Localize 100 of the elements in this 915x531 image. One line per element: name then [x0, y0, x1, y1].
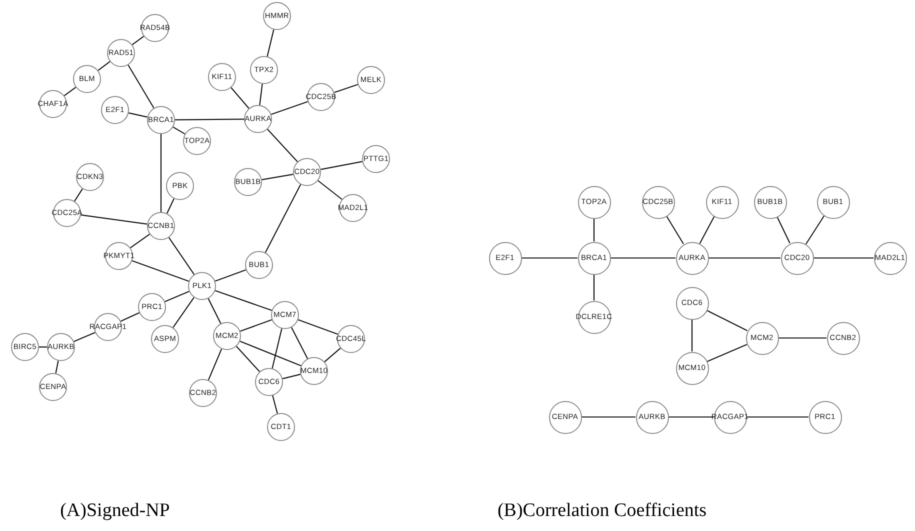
edge-line [74, 188, 83, 202]
gene-node [234, 168, 262, 196]
edge-line [691, 320, 693, 352]
gene-node [166, 172, 194, 200]
gene-node [141, 14, 169, 42]
gene-node [151, 325, 179, 353]
edge-line [282, 374, 301, 380]
edge-line [262, 174, 294, 180]
gene-node [676, 242, 708, 274]
edge-line [290, 327, 308, 359]
gene-node [183, 127, 211, 155]
gene-node [271, 301, 299, 329]
edge-line [74, 332, 96, 342]
gene-node [250, 56, 278, 84]
edge-line [668, 416, 714, 418]
edge-line [593, 218, 595, 242]
edge-line [39, 346, 47, 348]
edge-line [240, 319, 272, 332]
edge-line [80, 214, 148, 225]
gene-node [213, 322, 241, 350]
gene-node [307, 83, 335, 111]
edge-line [805, 216, 825, 244]
gene-node [107, 39, 135, 67]
gene-node [255, 368, 283, 396]
gene-node [39, 90, 67, 118]
edge-line [298, 319, 338, 335]
gene-node [300, 357, 328, 385]
gene-node [754, 186, 786, 218]
gene-node [76, 163, 104, 191]
gene-node [101, 96, 129, 124]
edge-line [746, 416, 808, 418]
edge-line [272, 328, 282, 369]
edge-line [593, 274, 595, 300]
edge-line [708, 257, 780, 259]
panel-caption: (A)Signed-NP [60, 500, 170, 522]
gene-node [337, 325, 365, 353]
edge-line [214, 269, 246, 282]
edge-line [267, 128, 298, 162]
gene-node [188, 272, 216, 300]
edge-line [272, 395, 278, 414]
gene-node [339, 194, 367, 222]
edge-line [706, 310, 748, 332]
edge-line [172, 297, 194, 328]
edge-line [132, 260, 190, 282]
gene-node [293, 158, 321, 186]
edge-line [132, 36, 144, 46]
edge-line [130, 234, 150, 248]
edge-line [271, 101, 308, 115]
gene-node [138, 293, 166, 321]
edge-line [55, 360, 59, 374]
edge-line [175, 118, 244, 120]
gene-node [267, 413, 295, 441]
gene-node [53, 199, 81, 227]
edge-line [240, 340, 302, 366]
gene-node [816, 186, 850, 218]
gene-node [39, 373, 67, 401]
edge-line [582, 416, 636, 418]
gene-node [714, 400, 746, 434]
edge-line [334, 84, 358, 94]
edge-line [259, 84, 263, 106]
gene-node [208, 63, 236, 91]
gene-node [706, 186, 738, 218]
edge-line [215, 290, 272, 311]
gene-node [808, 400, 842, 434]
edge-line [208, 348, 222, 380]
edge-line [172, 126, 186, 134]
edge-line [522, 257, 578, 259]
edge-line [324, 348, 341, 362]
gene-node [780, 242, 814, 274]
gene-node [189, 379, 217, 407]
edge-line [64, 86, 76, 96]
gene-node [874, 242, 906, 274]
gene-node [548, 400, 582, 434]
edge-line [320, 161, 362, 170]
edge-line [208, 298, 222, 324]
gene-node [578, 300, 610, 334]
edge-line [778, 337, 826, 339]
edge-line [699, 216, 715, 244]
edge-line [318, 180, 342, 200]
gene-node [488, 242, 522, 274]
gene-node [11, 333, 39, 361]
gene-node [578, 186, 610, 218]
gene-node [746, 322, 778, 354]
edge-line [128, 112, 148, 118]
panel-caption: (B)Correlation Coefficients [497, 500, 707, 522]
edge-line [236, 346, 260, 372]
edge-line [776, 216, 790, 244]
gene-node [147, 212, 175, 240]
gene-node [73, 65, 101, 93]
edge-line [230, 87, 250, 109]
gene-node [47, 333, 75, 361]
gene-node [636, 400, 668, 434]
gene-node [357, 66, 385, 94]
edge-line [814, 257, 874, 259]
gene-node [676, 286, 708, 320]
gene-node [263, 2, 291, 30]
edge-line [706, 344, 748, 362]
gene-node [245, 251, 273, 279]
edge-line [666, 216, 684, 244]
edge-line [166, 198, 174, 214]
